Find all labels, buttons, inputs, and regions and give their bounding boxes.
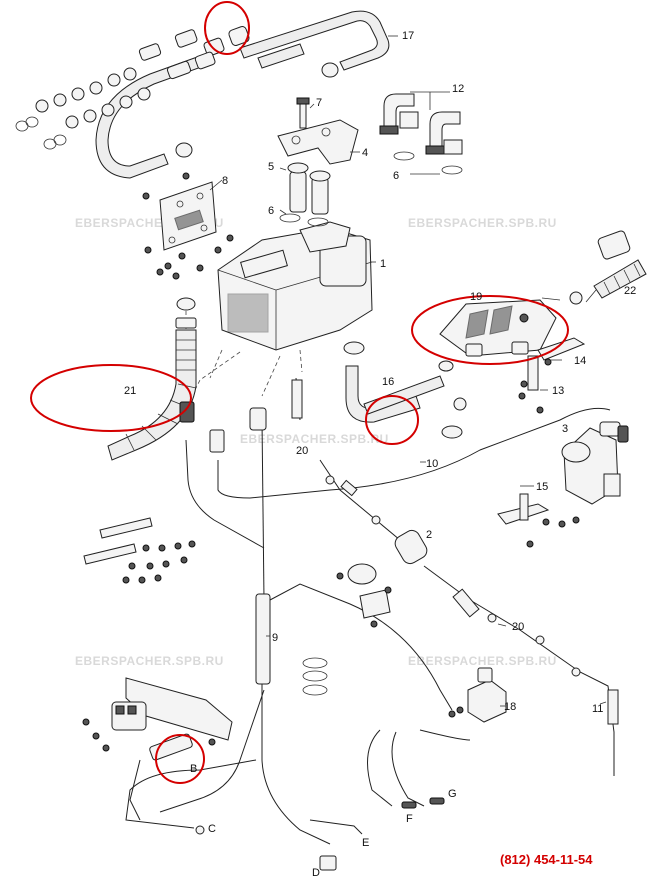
callout-3: 3	[562, 423, 568, 435]
callout-14: 14	[574, 355, 586, 367]
wiring-harness	[125, 407, 611, 845]
heater-unit	[217, 162, 373, 351]
highlight-ring	[365, 395, 419, 445]
callout-7: 7	[316, 97, 322, 109]
fuel-line	[291, 377, 619, 776]
callout-4: 4	[362, 147, 368, 159]
callout-16: 16	[382, 376, 394, 388]
screws-nuts-left	[142, 172, 234, 280]
callout-e: E	[362, 837, 369, 849]
flex-hose	[569, 230, 647, 305]
callout-6-left: 6	[268, 205, 274, 217]
watermark: EBERSPACHER.SPB.RU	[240, 432, 389, 446]
highlight-rings	[30, 1, 569, 784]
watermark: EBERSPACHER.SPB.RU	[408, 654, 557, 668]
callout-13: 13	[552, 385, 564, 397]
callout-15: 15	[536, 481, 548, 493]
phone-number: (812) 454-11-54	[500, 852, 593, 867]
highlight-ring	[30, 364, 192, 432]
callout-b: B	[190, 763, 197, 775]
highlight-ring	[204, 1, 250, 55]
hose-clamps-set	[15, 67, 151, 150]
watermark: EBERSPACHER.SPB.RU	[75, 654, 224, 668]
callout-labels: 1 2 3 4 5 6 6 7 8 9 10 11 12 13 14 15 16…	[124, 30, 636, 879]
callout-9: 9	[272, 632, 278, 644]
callout-g: G	[448, 788, 457, 800]
callout-6-right: 6	[393, 170, 399, 182]
hose-fittings-top	[138, 26, 339, 158]
callout-18: 18	[504, 701, 516, 713]
control-unit	[82, 677, 233, 761]
callout-c: C	[208, 823, 216, 835]
highlight-ring	[411, 295, 569, 365]
callout-11: 11	[592, 703, 603, 715]
callout-22: 22	[624, 285, 636, 297]
callout-d: D	[312, 867, 320, 879]
callout-20-upper: 20	[296, 445, 308, 457]
highlight-ring	[155, 734, 205, 784]
callout-21: 21	[124, 385, 136, 397]
o-rings	[302, 657, 328, 696]
circulation-pump	[561, 421, 629, 505]
callout-10: 10	[426, 458, 438, 470]
harness-connectors	[179, 401, 445, 871]
mounting-bracket	[277, 97, 359, 165]
heater-bracket	[159, 181, 217, 251]
callout-19: 19	[470, 291, 482, 303]
intake-silencer	[439, 299, 557, 357]
callout-17: 17	[402, 30, 414, 42]
callout-1: 1	[380, 258, 386, 270]
pump-clamp	[336, 563, 392, 628]
combustion-air-hose	[343, 341, 467, 439]
callout-2: 2	[426, 529, 432, 541]
leader-lines	[209, 35, 607, 707]
callout-5: 5	[268, 161, 274, 173]
pump-bracket	[497, 493, 580, 548]
callout-f: F	[406, 813, 413, 825]
callout-20-lower: 20	[512, 621, 524, 633]
mounting-plates	[83, 517, 196, 584]
relay-module	[448, 667, 507, 723]
callout-8: 8	[222, 175, 228, 187]
coolant-elbows	[379, 93, 463, 175]
exhaust-hose	[107, 297, 197, 461]
callout-12: 12	[452, 83, 464, 95]
watermark: EBERSPACHER.SPB.RU	[408, 216, 557, 230]
